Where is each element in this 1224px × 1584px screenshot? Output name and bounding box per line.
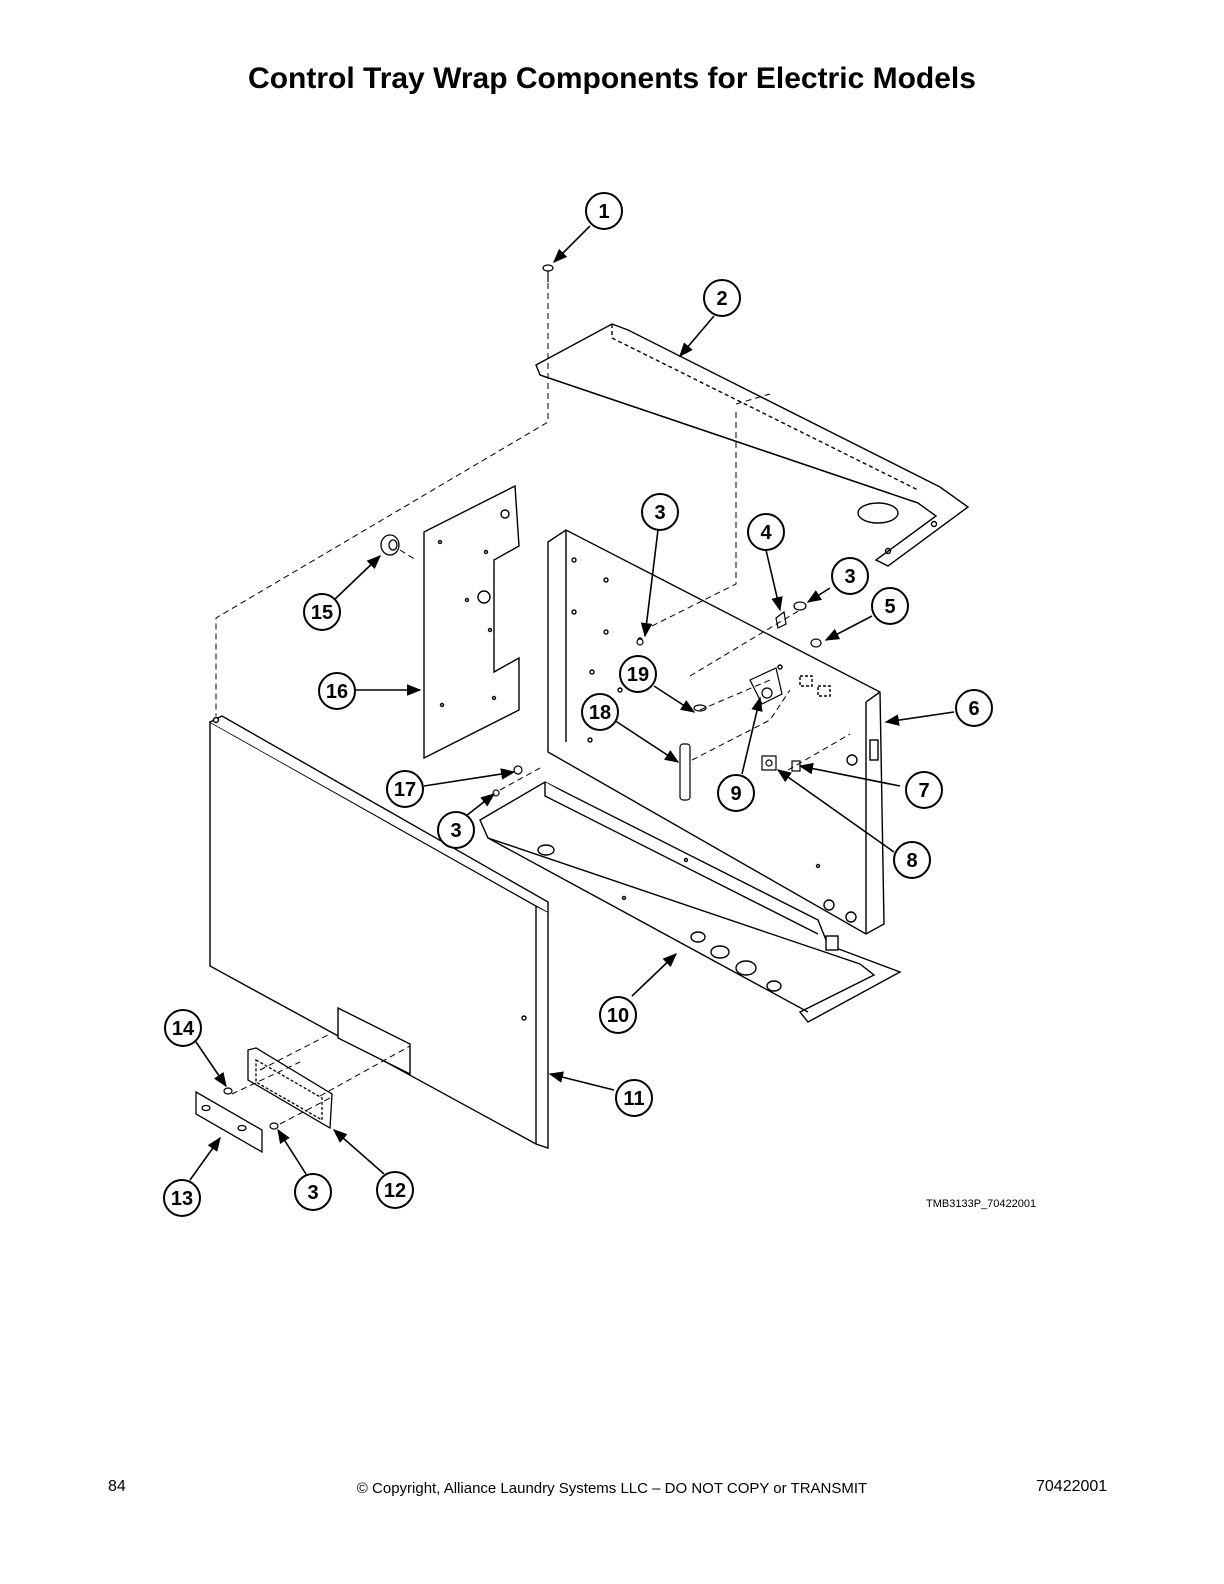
callout-16: 16 bbox=[318, 672, 356, 710]
callout-7: 7 bbox=[905, 771, 943, 809]
callout-5: 5 bbox=[871, 587, 909, 625]
callout-2: 2 bbox=[703, 279, 741, 317]
svg-text:14: 14 bbox=[172, 1018, 195, 1040]
screw-part-1 bbox=[542, 264, 554, 282]
svg-text:10: 10 bbox=[607, 1005, 629, 1027]
svg-text:9: 9 bbox=[730, 783, 741, 805]
copyright-notice: © Copyright, Alliance Laundry Systems LL… bbox=[356, 1480, 868, 1497]
bracket-part-12 bbox=[247, 1047, 333, 1130]
callout-3b: 3 bbox=[831, 557, 869, 595]
svg-text:19: 19 bbox=[627, 664, 649, 686]
svg-text:8: 8 bbox=[906, 850, 917, 872]
svg-text:3: 3 bbox=[654, 502, 665, 524]
svg-text:3: 3 bbox=[450, 820, 461, 842]
callout-8: 8 bbox=[893, 841, 931, 879]
svg-text:18: 18 bbox=[589, 702, 611, 724]
callout-19: 19 bbox=[619, 655, 657, 693]
top-cover-part bbox=[535, 323, 970, 567]
bottom-tray-part bbox=[479, 781, 902, 1023]
document-number: 70422001 bbox=[1036, 1478, 1108, 1495]
svg-text:17: 17 bbox=[394, 779, 416, 801]
callout-10: 10 bbox=[599, 996, 637, 1034]
svg-text:3: 3 bbox=[307, 1182, 318, 1204]
svg-text:7: 7 bbox=[918, 780, 929, 802]
svg-text:4: 4 bbox=[760, 522, 772, 544]
svg-text:1: 1 bbox=[598, 201, 609, 223]
callout-15: 15 bbox=[303, 593, 341, 631]
page-title: Control Tray Wrap Components for Electri… bbox=[248, 62, 976, 95]
svg-text:5: 5 bbox=[884, 596, 895, 618]
main-panel-part bbox=[547, 529, 885, 935]
bushing-part-15 bbox=[380, 534, 400, 556]
callout-13: 13 bbox=[163, 1179, 201, 1217]
callout-14: 14 bbox=[164, 1009, 202, 1047]
figure-id: TMB3133P_70422001 bbox=[926, 1198, 1037, 1210]
callout-3c: 3 bbox=[437, 811, 475, 849]
front-panel-part bbox=[209, 715, 549, 1149]
callout-3d: 3 bbox=[294, 1173, 332, 1211]
leader-arrows bbox=[189, 225, 955, 1181]
svg-text:13: 13 bbox=[171, 1188, 193, 1210]
callout-1: 1 bbox=[585, 192, 623, 230]
svg-text:16: 16 bbox=[326, 681, 348, 703]
callout-17: 17 bbox=[386, 770, 424, 808]
callout-3a: 3 bbox=[641, 493, 679, 531]
svg-text:2: 2 bbox=[716, 288, 727, 310]
callout-11: 11 bbox=[615, 1079, 653, 1117]
plate-part-13 bbox=[195, 1090, 263, 1154]
callout-6: 6 bbox=[955, 689, 993, 727]
svg-text:11: 11 bbox=[623, 1088, 644, 1110]
assembly-lines bbox=[215, 283, 851, 1125]
callout-9: 9 bbox=[717, 774, 755, 812]
callout-18: 18 bbox=[581, 693, 619, 731]
svg-text:12: 12 bbox=[384, 1180, 406, 1202]
svg-text:6: 6 bbox=[968, 698, 979, 720]
callout-4: 4 bbox=[747, 513, 785, 551]
svg-text:3: 3 bbox=[844, 566, 855, 588]
mounting-plate-part bbox=[423, 484, 520, 760]
svg-text:15: 15 bbox=[311, 602, 333, 624]
callout-12: 12 bbox=[376, 1171, 414, 1209]
page-number: 84 bbox=[108, 1478, 126, 1495]
